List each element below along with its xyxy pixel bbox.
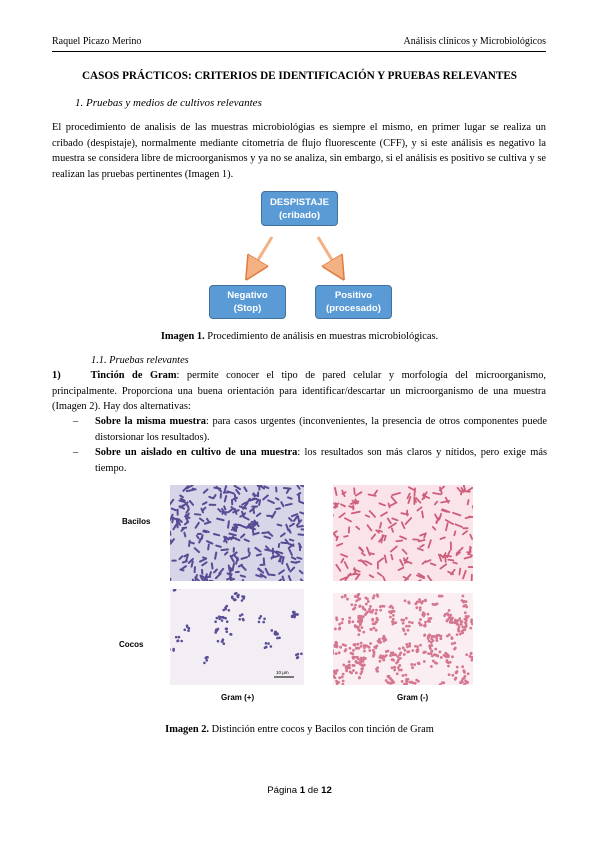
row-label-cocci: Cocos — [119, 640, 144, 649]
intro-paragraph: El procedimiento de analisis de las mues… — [52, 122, 546, 180]
negative-box: Negativo (Stop) — [209, 285, 286, 319]
list-item-term: Sobre un aislado en cultivo de una muest… — [95, 447, 298, 458]
header-divider — [52, 51, 546, 52]
footer-page-total: 12 — [321, 785, 332, 796]
gram-paragraph: 1) Tinción de Gram: permite conocer el ti… — [52, 368, 546, 415]
footer-page-number: 1 — [299, 785, 306, 796]
col-label-gram-positive: Gram (+) — [221, 693, 255, 702]
arrow-to-negative — [252, 236, 274, 270]
col-label-gram-negative: Gram (-) — [397, 693, 429, 702]
list-item-term: Sobre la misma muestra — [95, 416, 206, 427]
header-author: Raquel Picazo Merino — [52, 36, 142, 47]
page-footer: Página 1 de 12 — [0, 785, 599, 796]
figure2-caption-label: Imagen 2. — [165, 724, 210, 735]
page-title: CASOS PRÁCTICOS: CRITERIOS DE IDENTIFICA… — [81, 70, 518, 82]
figure2-caption: Imagen 2. Distinción entre cocos y Bacil… — [0, 724, 599, 735]
micrograph-bacilli-gram-positive — [170, 485, 304, 581]
scale-bar-label: 10 µm — [276, 670, 289, 675]
list-item: – Sobre la misma muestra: para casos urg… — [73, 414, 547, 445]
positive-sublabel: (procesado) — [326, 303, 381, 314]
list-item-text: : para casos urgentes (inconvenientes, l… — [95, 416, 547, 443]
dash-bullet: – — [73, 416, 79, 427]
section-heading: 1. Pruebas y medios de cultivos relevant… — [75, 97, 262, 109]
arrow-to-positive — [316, 236, 338, 270]
figure1-caption: Imagen 1. Procedimiento de análisis en m… — [0, 331, 599, 342]
footer-prefix: Página — [267, 785, 300, 796]
header-subject: Análisis clínicos y Microbiológicos — [403, 36, 547, 47]
list-item-text: : los resultados son más claros y nítido… — [95, 447, 548, 474]
negative-label: Negativo — [227, 290, 268, 301]
screening-label: DESPISTAJE — [269, 196, 329, 208]
screening-box: DESPISTAJE (cribado) — [261, 191, 338, 226]
gram-term: Tinción de Gram — [90, 370, 177, 381]
screening-sublabel: (cribado) — [278, 209, 321, 221]
dash-bullet: – — [73, 447, 79, 458]
figure1-caption-text: Procedimiento de análisis en muestras mi… — [204, 331, 439, 342]
positive-box: Positivo (procesado) — [315, 285, 392, 319]
footer-separator: de — [305, 785, 322, 796]
item-number: 1) — [52, 370, 61, 381]
micrograph-bacilli-gram-negative — [333, 485, 473, 581]
figure1-caption-label: Imagen 1. — [160, 331, 205, 342]
subsection-heading: 1.1. Pruebas relevantes — [91, 355, 189, 366]
list-item: – Sobre un aislado en cultivo de una mue… — [73, 445, 548, 476]
figure2-caption-text: Distinción entre cocos y Bacilos con tin… — [209, 724, 434, 735]
negative-sublabel: (Stop) — [233, 303, 262, 314]
positive-label: Positivo — [334, 290, 373, 301]
row-label-bacilli: Bacilos — [122, 517, 151, 526]
micrograph-cocci-gram-positive: 10 µm — [170, 589, 304, 685]
micrograph-cocci-gram-negative — [333, 593, 473, 685]
gram-description: : permite conocer el tipo de pared celul… — [52, 370, 546, 413]
